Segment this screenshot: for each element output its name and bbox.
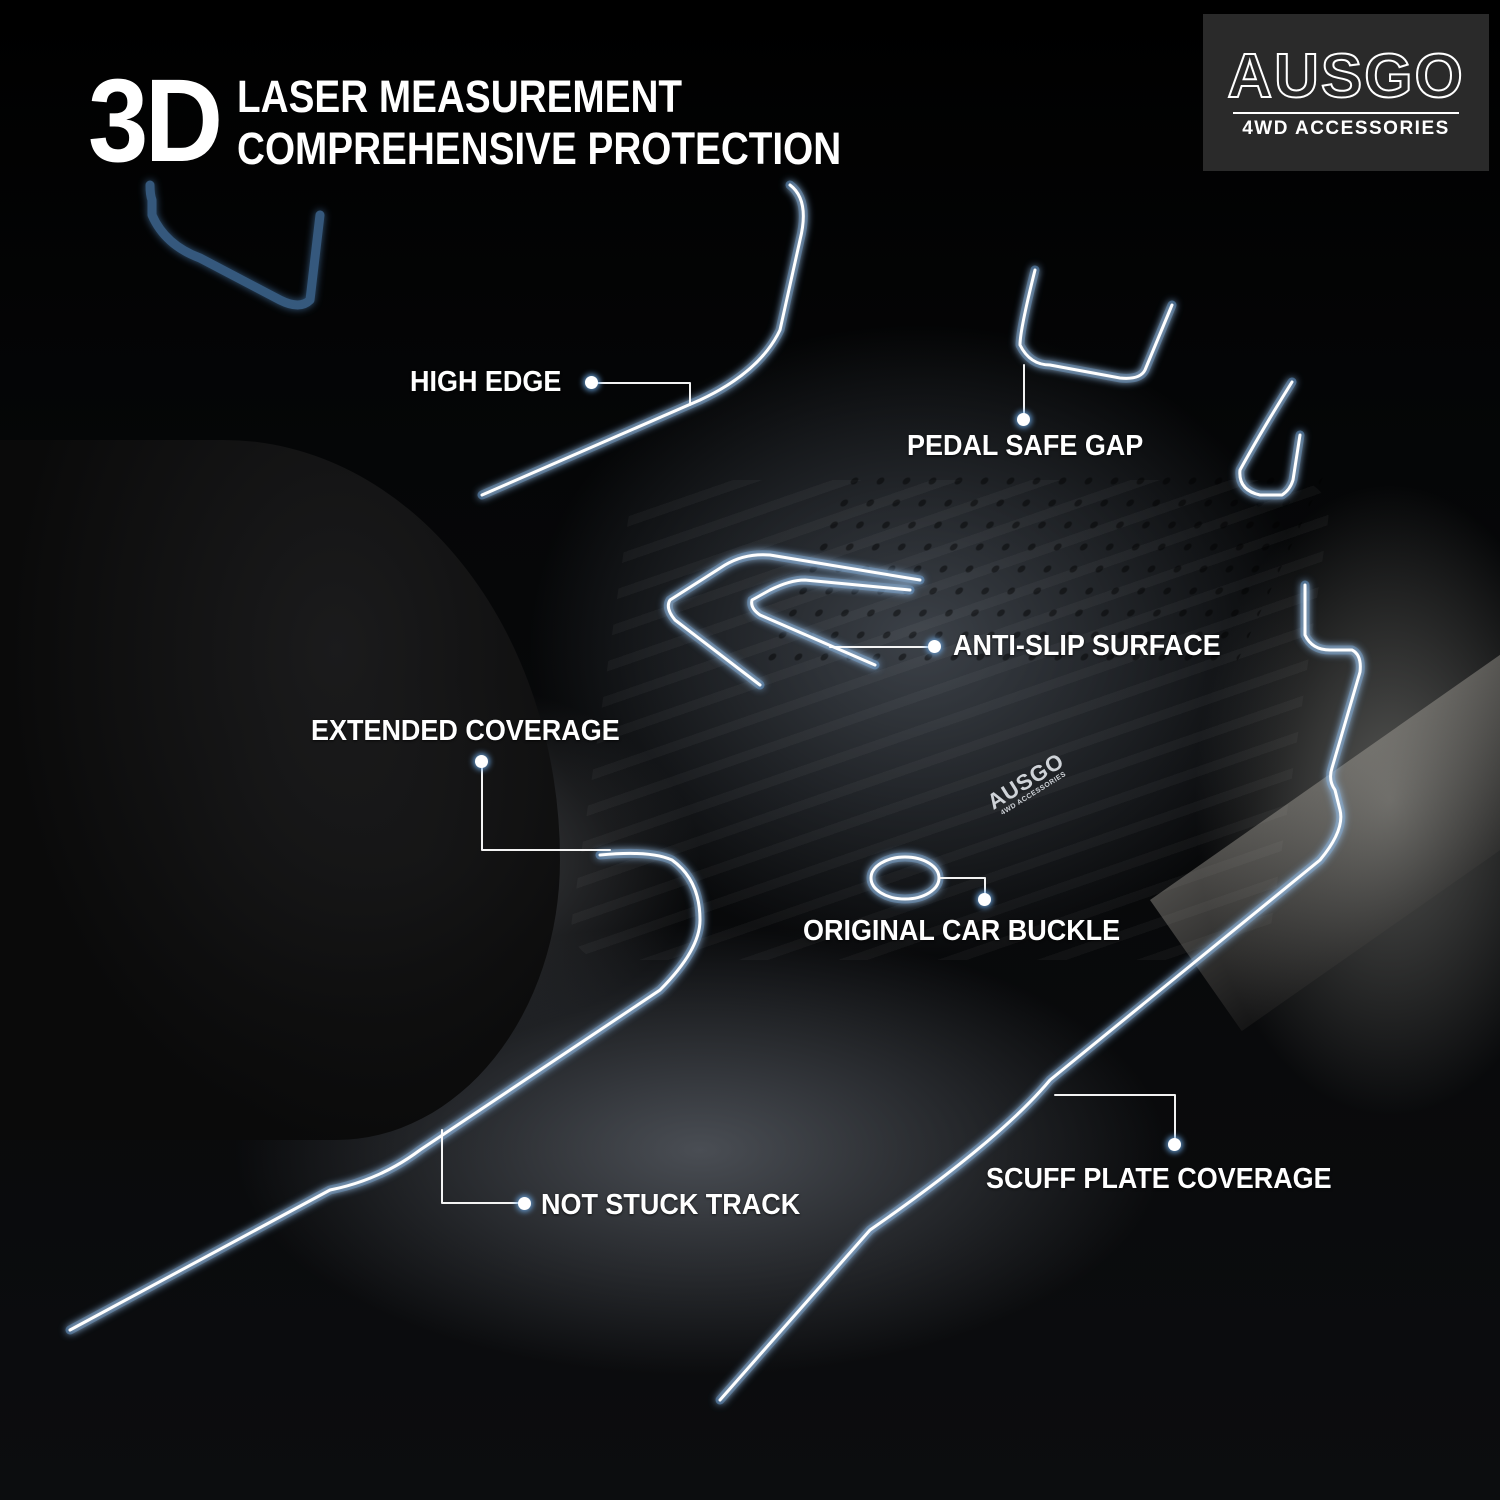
callout-anti-slip-surface: ANTI-SLIP SURFACE xyxy=(953,630,1221,662)
brand-name: AUSGO xyxy=(1226,42,1465,111)
brand-divider xyxy=(1233,112,1459,114)
headline: 3D LASER MEASUREMENT COMPREHENSIVE PROTE… xyxy=(88,62,939,180)
callout-dot-original-car-buckle xyxy=(978,893,991,906)
callout-dot-extended-coverage xyxy=(475,755,488,768)
callout-pedal-safe-gap: PEDAL SAFE GAP xyxy=(907,430,1144,462)
callout-not-stuck-track: NOT STUCK TRACK xyxy=(541,1189,801,1221)
callout-dot-pedal-safe-gap xyxy=(1017,413,1030,426)
brand-tagline: 4WD ACCESSORIES xyxy=(1242,118,1450,139)
callout-original-car-buckle: ORIGINAL CAR BUCKLE xyxy=(803,915,1121,947)
callout-extended-coverage: EXTENDED COVERAGE xyxy=(311,715,620,747)
callout-high-edge: HIGH EDGE xyxy=(410,366,562,398)
callout-dot-high-edge xyxy=(585,376,598,389)
headline-subtitle: LASER MEASUREMENT COMPREHENSIVE PROTECTI… xyxy=(237,71,940,175)
callout-scuff-plate-coverage: SCUFF PLATE COVERAGE xyxy=(986,1163,1332,1195)
headline-3d: 3D xyxy=(88,55,223,187)
callout-dot-anti-slip-surface xyxy=(928,640,941,653)
callout-dot-not-stuck-track xyxy=(518,1197,531,1210)
headline-line-2: COMPREHENSIVE PROTECTION xyxy=(236,123,842,174)
headline-line-1: LASER MEASUREMENT xyxy=(236,71,682,122)
brand-logo: AUSGO 4WD ACCESSORIES xyxy=(1203,14,1489,171)
callout-dot-scuff-plate-coverage xyxy=(1168,1138,1181,1151)
